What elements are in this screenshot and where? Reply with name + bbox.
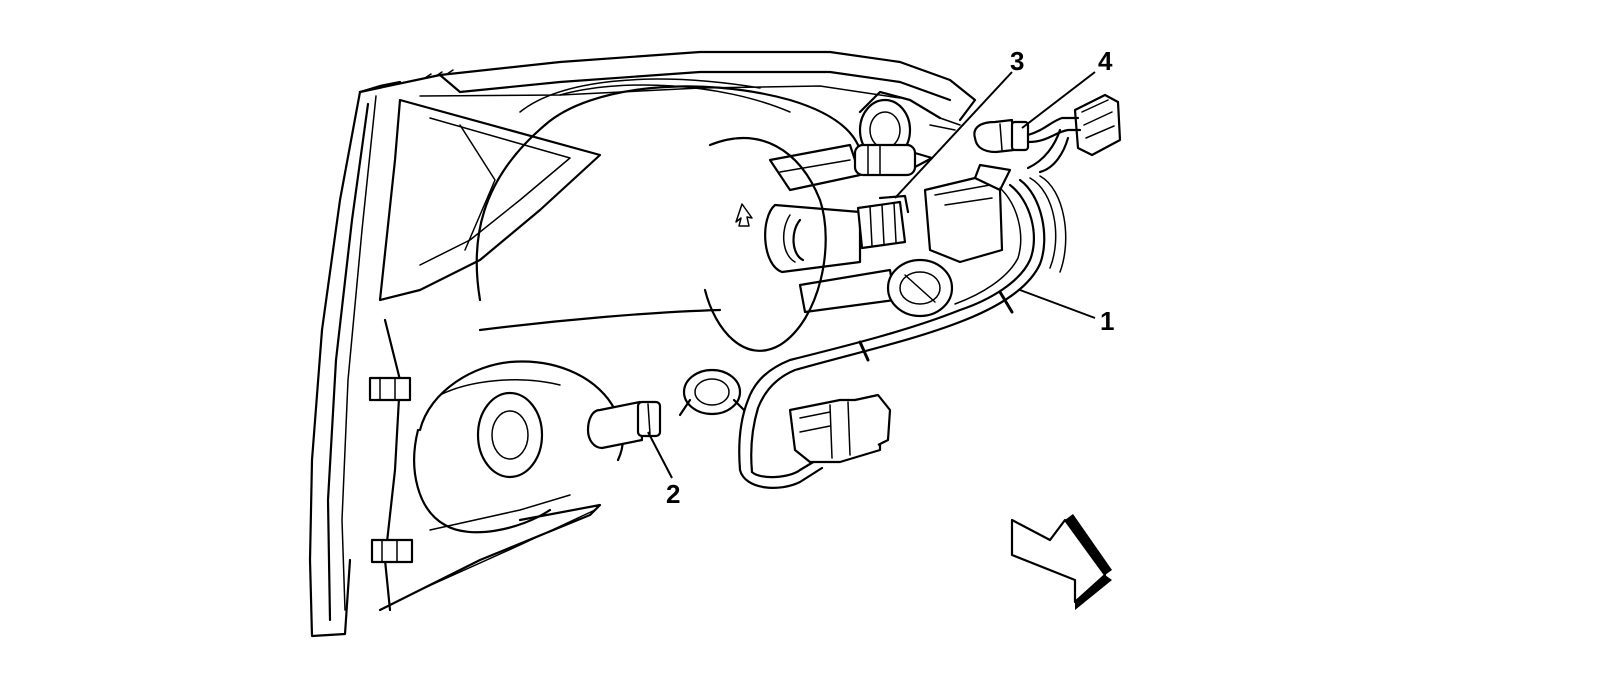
up-arrow-icon [735,203,753,227]
callout-4: 4 [1098,46,1113,76]
bulb-2-socket [678,368,746,417]
lower-socket [798,258,954,318]
callout-leaders [647,71,1096,479]
harness-lower-connector [788,393,892,464]
bulb-2 [586,400,662,450]
bulb-4 [973,118,1030,154]
housing-clip-lower [370,538,414,564]
leader-4 [1021,71,1096,129]
upper-reflector [475,78,862,352]
lamp-housing [308,50,977,638]
callout-3: 3 [1010,46,1024,76]
leader-2 [647,431,673,479]
bulb-3 [764,194,910,274]
direction-arrow-icon [1010,514,1112,610]
main-connector [923,163,1012,264]
wiring-harness [738,128,1070,489]
pigtail-plug [1026,93,1122,157]
leader-3 [894,71,1013,199]
housing-clip-upper [368,376,412,402]
callout-2: 2 [666,479,680,509]
leader-1 [1019,289,1096,319]
callout-1: 1 [1100,306,1114,336]
upper-sockets [768,90,961,192]
